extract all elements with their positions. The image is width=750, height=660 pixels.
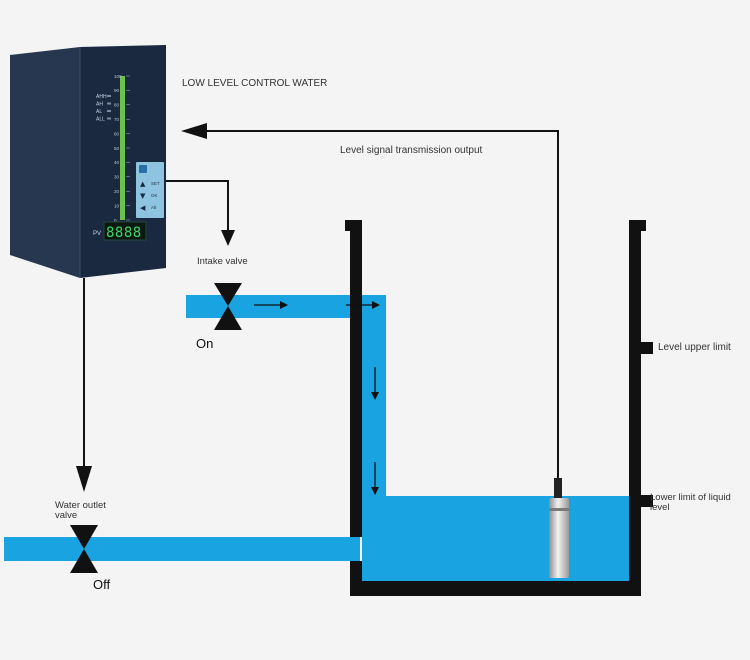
signal-lines <box>83 130 559 478</box>
scale-tick-label: 20 <box>114 189 120 194</box>
tank-right-wall <box>629 231 641 596</box>
intake-control-arrow-head <box>221 230 235 246</box>
bar-graph-fill <box>120 76 125 220</box>
controller-side <box>10 47 80 278</box>
tank-left-cap <box>345 220 362 231</box>
alarm-indicator-label: AHH <box>96 94 107 100</box>
scale-tick-label: 70 <box>114 117 120 122</box>
keypad-arrow-icon: ▲ <box>140 180 146 188</box>
outlet-control-arrow-head <box>76 466 92 492</box>
alarm-indicator-led <box>107 110 111 112</box>
flow-arrow-down-2 <box>371 462 379 495</box>
scale-tick-label: 90 <box>114 88 120 93</box>
tank-left-wall <box>350 231 362 537</box>
signal-arrow-head <box>181 123 207 139</box>
upper-limit-label: Level upper limit <box>658 342 731 353</box>
probe-cable-gland <box>554 478 562 500</box>
scale-tick-label: 50 <box>114 146 120 151</box>
intake-valve-state: On <box>196 336 214 351</box>
signal-output-label: Level signal transmission output <box>340 145 483 156</box>
keypad-key-label: OK <box>151 193 158 198</box>
flow-arrow-down-1 <box>371 367 379 400</box>
intake-valve-label: Intake valve <box>197 256 248 267</box>
scale-tick-label: 100 <box>114 74 122 79</box>
keypad-logo-icon <box>139 165 147 173</box>
tank-water <box>362 496 629 581</box>
intake-valve <box>214 283 242 330</box>
tank-right-cap <box>629 220 646 231</box>
level-probe <box>549 478 569 578</box>
outlet-valve-state: Off <box>93 577 111 592</box>
outlet-valve-label: Water outlet valve <box>55 500 106 521</box>
intake-pipe-water <box>186 295 386 318</box>
scale-tick-label: 30 <box>114 175 120 180</box>
alarm-indicator-led <box>107 102 111 105</box>
flow-arrow-right-1 <box>254 301 288 309</box>
scale-tick-label: 60 <box>114 131 120 136</box>
alarm-indicator-led <box>107 117 111 120</box>
alarm-indicator-led <box>107 95 111 97</box>
alarm-indicator-label: ALL <box>96 117 105 123</box>
tank <box>345 220 646 596</box>
signal-output-line <box>200 130 559 478</box>
keypad-key-label: Alt <box>151 205 157 210</box>
flow-arrows <box>254 301 380 495</box>
probe-band <box>549 508 569 511</box>
scale-tick-label: 0 <box>114 218 117 223</box>
probe-body <box>549 498 569 578</box>
scale-tick-label: 10 <box>114 203 120 208</box>
upper-limit-marker <box>641 342 653 354</box>
keypad-arrow-icon: ◀ <box>140 204 146 212</box>
lower-limit-label: Lower limit of liquid level <box>650 492 731 513</box>
digit-display-value: 8888 <box>106 225 142 241</box>
keypad-arrow-icon: ▼ <box>140 192 146 200</box>
scale-tick-label: 80 <box>114 103 120 108</box>
outlet-pipe-water <box>4 537 360 561</box>
scale-tick-label: 40 <box>114 160 120 165</box>
water <box>4 295 629 581</box>
flow-arrow-right-2 <box>346 301 380 309</box>
tank-bottom <box>350 581 641 596</box>
pv-label: PV <box>93 231 101 237</box>
keypad <box>136 162 164 218</box>
digit-display <box>103 221 147 241</box>
intake-downpipe-water <box>362 318 386 496</box>
keypad-keys: ▲ SET ▼ OK ◀ Alt <box>139 165 160 212</box>
lower-limit-marker <box>641 495 653 507</box>
intake-control-line <box>166 180 229 232</box>
alarm-indicator-label: AH <box>96 102 103 108</box>
diagram-title: LOW LEVEL CONTROL WATER <box>182 78 328 89</box>
alarm-indicator-label: AL <box>96 109 102 115</box>
keypad-key-label: SET <box>151 181 160 186</box>
outlet-valve <box>70 525 98 573</box>
